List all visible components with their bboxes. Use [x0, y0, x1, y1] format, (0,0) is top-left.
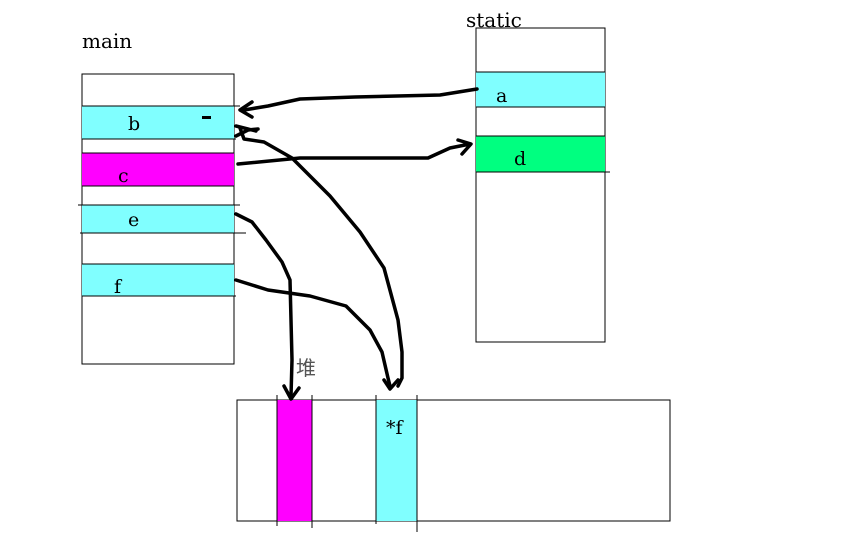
arrow-c-to-d — [236, 142, 472, 166]
static-cell-a — [476, 72, 605, 107]
cell-label-a: a — [496, 85, 507, 107]
stray-mark — [202, 116, 211, 119]
static-dividers — [476, 71, 610, 173]
cell-label-e: e — [128, 209, 139, 231]
main-cell-f — [82, 264, 234, 296]
arrow-f-to-heap — [234, 278, 392, 388]
heap-cell-magenta — [277, 400, 312, 521]
cell-label-deref-f: *f — [386, 417, 405, 439]
arrow-e-to-heap-head — [282, 384, 301, 401]
static-cell-d — [476, 136, 605, 172]
pointer-arrows — [234, 87, 479, 401]
static-area: a d — [475, 27, 610, 343]
arrow-heap-to-b-head — [234, 124, 258, 133]
heap-cell-deref-f — [376, 400, 417, 521]
main-stack-dividers — [78, 105, 246, 297]
arrow-e-to-heap — [234, 212, 294, 398]
main-cell-e — [82, 205, 234, 233]
heap-area: 堆 *f — [236, 356, 671, 532]
main-stack: b c e f — [78, 73, 246, 365]
main-cell-b — [82, 106, 234, 139]
arrow-heap-to-b — [238, 126, 404, 388]
main-label: main — [82, 29, 132, 53]
heap-dividers — [276, 395, 418, 532]
main-cell-c — [82, 153, 234, 186]
cell-label-f: f — [114, 276, 123, 298]
arrow-f-to-heap-head — [382, 378, 400, 391]
arrow-a-to-b-head — [238, 100, 254, 119]
heap-label: 堆 — [296, 356, 316, 380]
cell-label-c: c — [118, 165, 129, 187]
arrow-c-to-d-head — [456, 138, 473, 156]
cell-label-b: b — [128, 113, 140, 135]
arrow-a-to-b — [242, 87, 479, 112]
cell-label-d: d — [514, 148, 526, 170]
